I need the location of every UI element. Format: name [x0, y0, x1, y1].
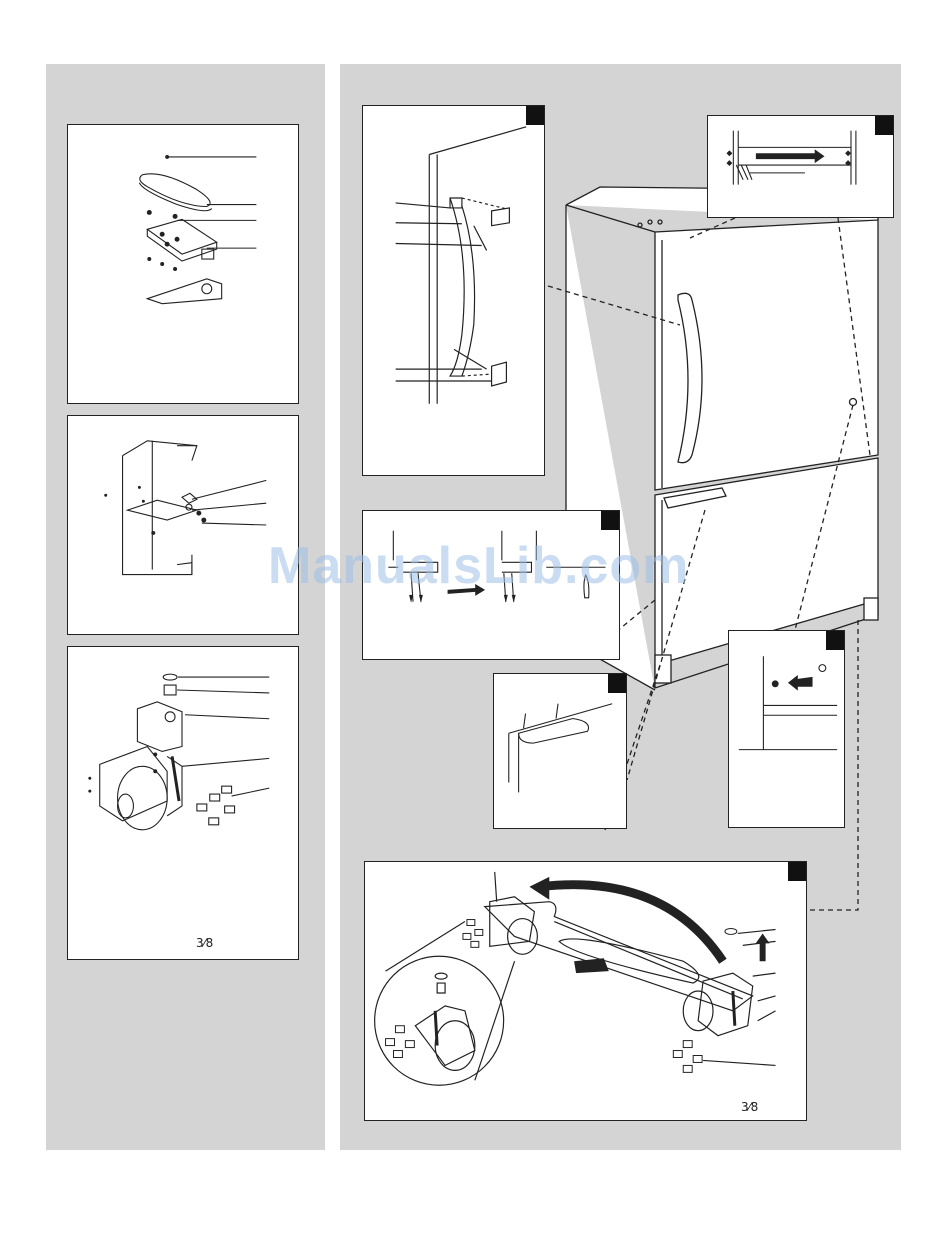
wheel-icon — [365, 862, 806, 1120]
plug-button-diagram — [728, 630, 845, 828]
hinge-cover-diagram — [707, 115, 894, 218]
handle-icon — [363, 106, 544, 475]
caster-diagram-left: 3⁄8 — [67, 646, 299, 960]
screw-icon — [363, 511, 619, 659]
step-tag-c — [601, 511, 620, 530]
handle-diagram — [362, 105, 545, 476]
caster-diagram-bottom: 3⁄8 — [364, 861, 807, 1121]
step-tag-f — [788, 862, 807, 881]
caster-fraction-left: 3⁄8 — [196, 936, 213, 950]
handle-icon — [494, 674, 626, 828]
arrow-icon — [708, 116, 893, 217]
drawer-handle-diagram — [493, 673, 627, 829]
door-stop-diagram — [67, 415, 299, 635]
door-stop-icon — [68, 416, 298, 634]
caster-fraction-bottom: 3⁄8 — [741, 1100, 758, 1114]
arrow-icon — [729, 631, 844, 827]
step-tag-e — [826, 631, 845, 650]
hinge-diagram — [67, 124, 299, 404]
step-tag-a — [526, 106, 545, 125]
step-tag-d — [608, 674, 627, 693]
door-closer-diagram — [362, 510, 620, 660]
hinge-assembly-icon — [68, 125, 298, 403]
caster-assembly-icon — [68, 647, 298, 959]
step-tag-b — [875, 116, 894, 135]
